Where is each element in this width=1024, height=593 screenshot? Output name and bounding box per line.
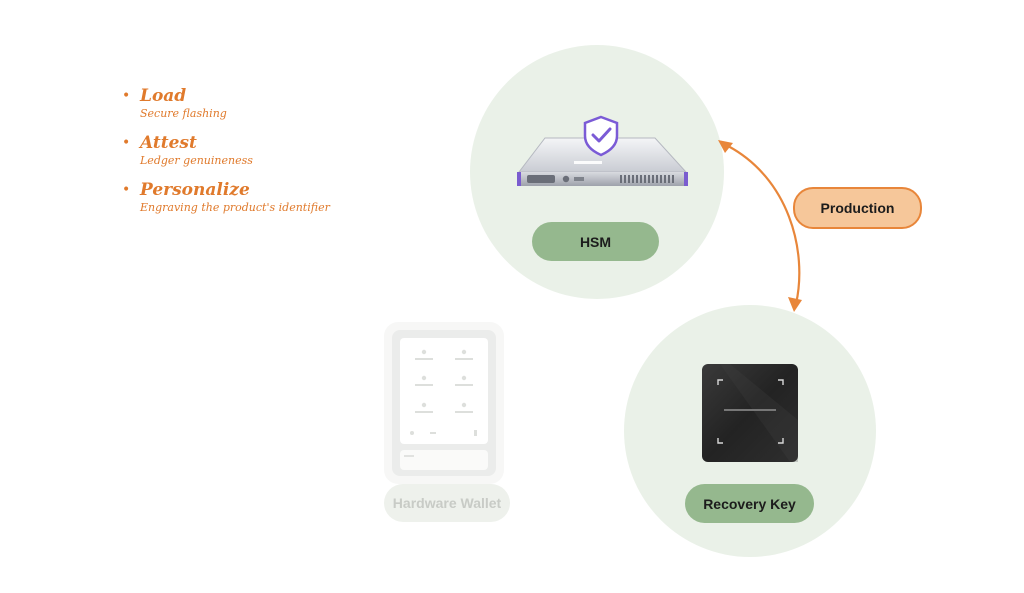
arrowhead-icon	[788, 297, 802, 312]
production-arrow	[718, 140, 802, 312]
hsm-label: HSM	[532, 222, 659, 261]
recovery-key-card-icon	[702, 364, 798, 462]
step-personalize: • Personalize Engraving the product's id…	[122, 180, 330, 215]
step-subtitle: Ledger genuineness	[140, 154, 253, 167]
bullet-icon: •	[122, 182, 131, 198]
step-load: • Load Secure flashing	[122, 86, 330, 121]
hardware-wallet-label: Hardware Wallet	[384, 484, 510, 522]
step-subtitle: Secure flashing	[140, 107, 227, 120]
recovery-key-label: Recovery Key	[685, 484, 814, 523]
step-title: Personalize	[140, 180, 250, 200]
step-attest: • Attest Ledger genuineness	[122, 133, 330, 168]
step-subtitle: Engraving the product's identifier	[140, 201, 330, 214]
step-title: Attest	[140, 133, 197, 153]
bullet-icon: •	[122, 135, 131, 151]
production-label: Production	[793, 187, 922, 229]
hardware-wallet-icon	[384, 322, 504, 484]
server-icon	[517, 137, 688, 186]
steps-list: • Load Secure flashing • Attest Ledger g…	[122, 86, 330, 227]
arrowhead-icon	[718, 140, 733, 153]
bullet-icon: •	[122, 88, 131, 104]
step-title: Load	[140, 86, 187, 106]
shield-check-icon	[583, 115, 619, 157]
